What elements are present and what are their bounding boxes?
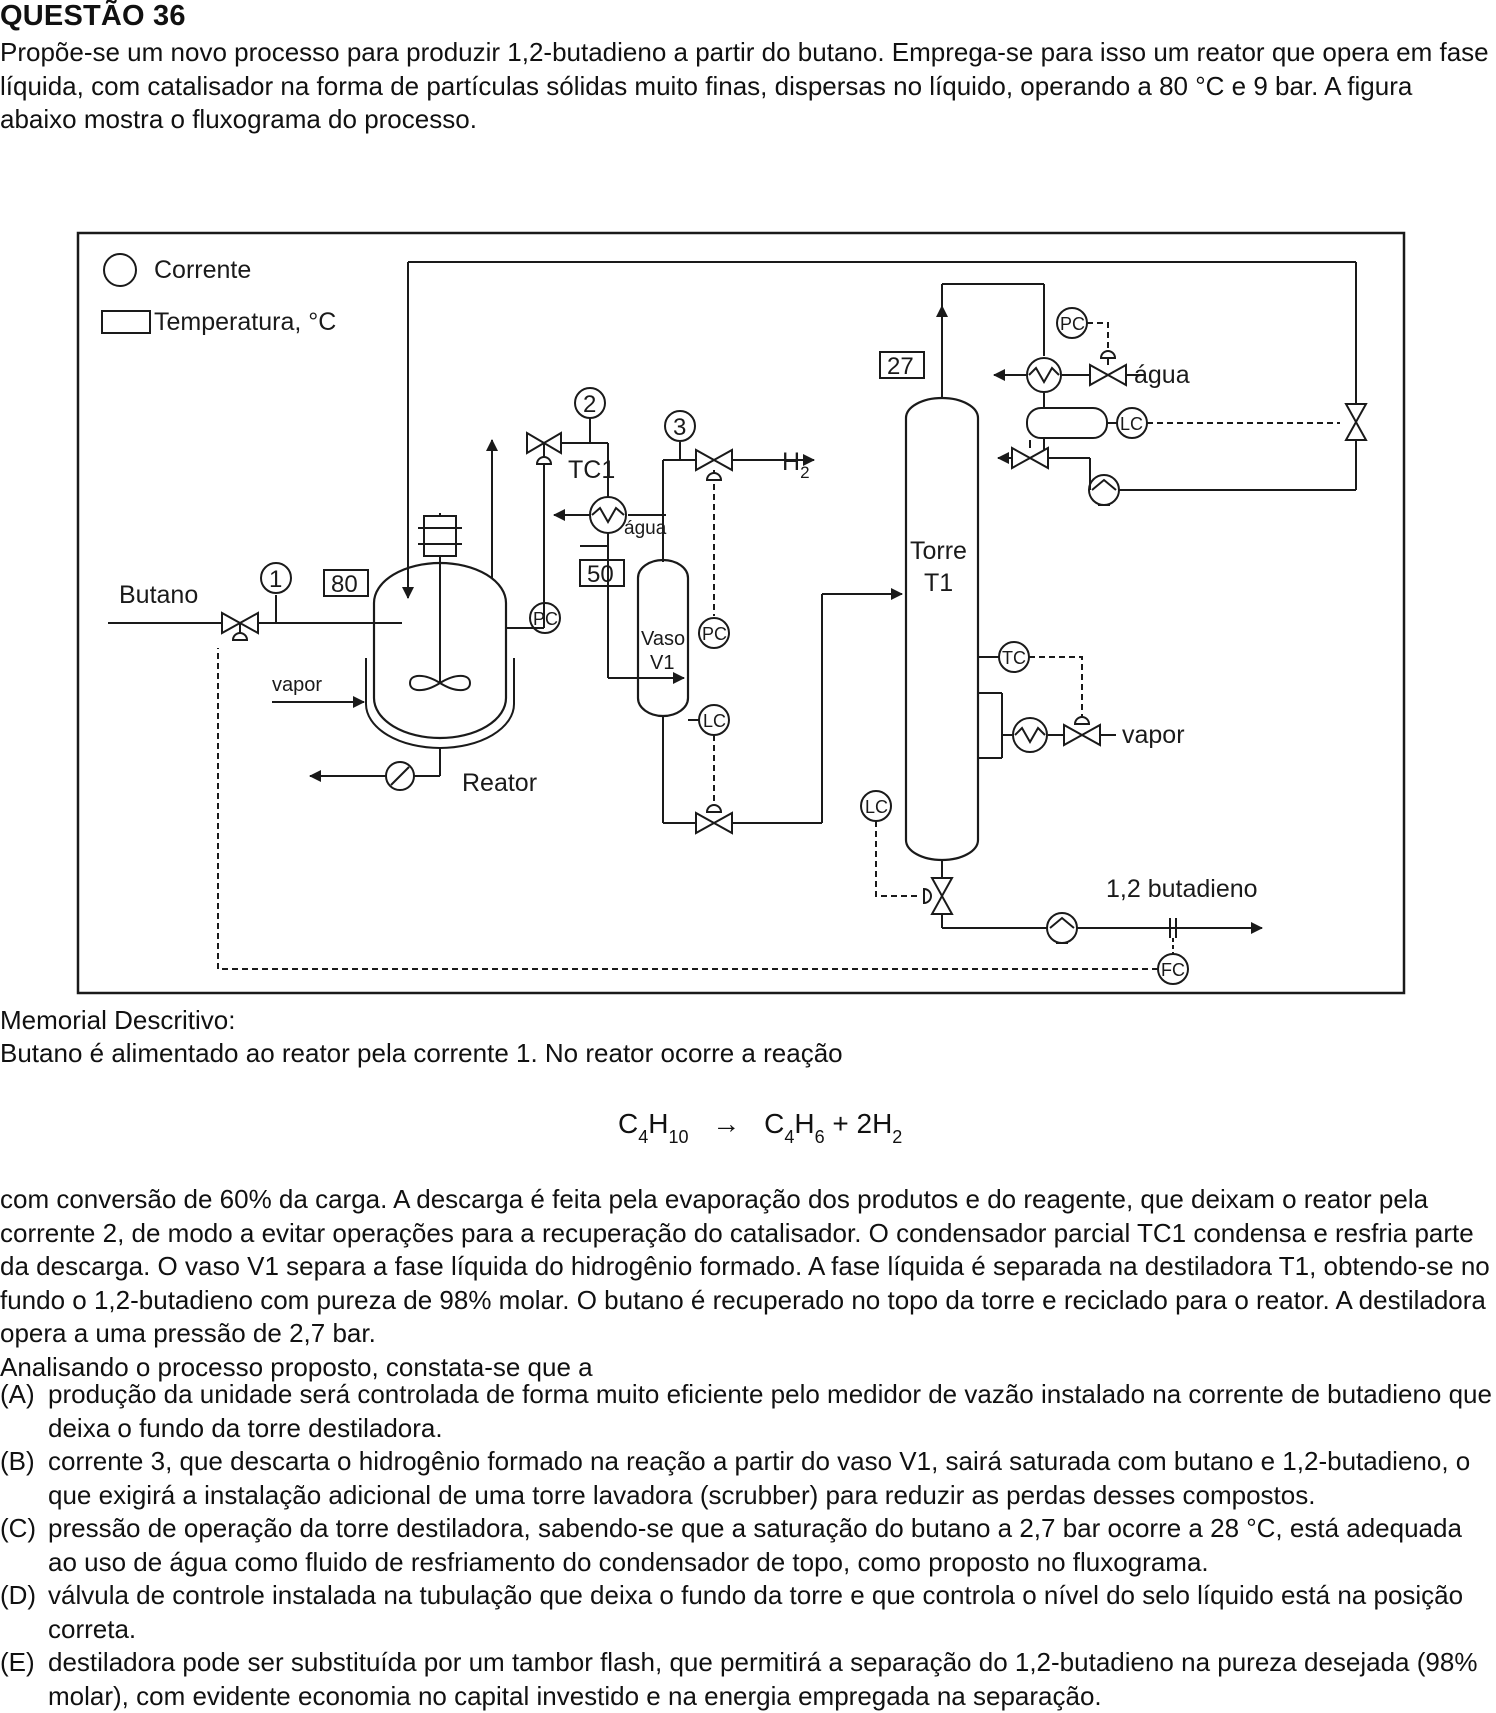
- svg-text:LC: LC: [1120, 414, 1143, 434]
- option-e[interactable]: (E)destiladora pode ser substituída por …: [0, 1647, 1478, 1711]
- reboiler: [1012, 717, 1048, 753]
- memorial-line1: Butano é alimentado ao reator pela corre…: [0, 1038, 843, 1068]
- v1-level-valve: [695, 811, 733, 835]
- vessel-v1: Vaso V1 3 H2 PC LC: [636, 410, 903, 835]
- option-c[interactable]: (C)pressão de operação da torre destilad…: [0, 1513, 1462, 1577]
- svg-text:FC: FC: [1161, 960, 1185, 980]
- stream-1-marker: [260, 562, 292, 594]
- vaso-label: Vaso: [641, 628, 685, 650]
- stream-3-marker: [664, 410, 696, 442]
- diagram-frame: [76, 231, 1406, 995]
- legend: Corrente Temperatura, °C: [101, 253, 336, 336]
- butane-feed: Butano 1 80: [108, 562, 402, 641]
- svg-text:LC: LC: [703, 711, 726, 731]
- tc1-label: TC1: [568, 456, 615, 484]
- answer-options: (A)produção da unidade será controlada d…: [0, 1378, 1496, 1713]
- memorial-heading: Memorial Descritivo:: [0, 1005, 236, 1035]
- svg-text:PC: PC: [533, 609, 558, 629]
- reflux-drum: [1026, 407, 1108, 439]
- question-intro: Propõe-se um novo processo para produzir…: [0, 37, 1489, 134]
- reflux-valve: [1011, 446, 1049, 470]
- torre-label: Torre: [910, 537, 967, 565]
- reaction-equation: C4H10 → C4H6 + 2H2: [618, 1108, 903, 1147]
- svg-text:PC: PC: [1060, 314, 1085, 334]
- stream-2: 2 TC1 água 50: [506, 387, 685, 684]
- svg-text:2: 2: [583, 391, 596, 418]
- temp-50: 50: [587, 561, 614, 588]
- option-d[interactable]: (D)válvula de controle instalada na tubu…: [0, 1580, 1464, 1644]
- v1-pc: [698, 617, 730, 649]
- steam-valve: [1063, 723, 1101, 747]
- option-a[interactable]: (A)produção da unidade será controlada d…: [0, 1379, 1492, 1443]
- stream2-valve: [526, 431, 562, 455]
- temp-80: 80: [331, 571, 358, 598]
- tower-t1: Torre T1 27 água PC LC: [217, 283, 1368, 985]
- question-title: QUESTÃO 36: [0, 0, 186, 32]
- t1-label: T1: [924, 569, 953, 597]
- svg-text:PC: PC: [702, 624, 727, 644]
- bottoms-level-valve: [930, 877, 954, 915]
- svg-text:1: 1: [269, 566, 282, 593]
- butano-label: Butano: [119, 581, 198, 609]
- tc1-exchanger: [589, 496, 627, 534]
- legend-temperature-label: Temperatura, °C: [154, 308, 336, 336]
- h2-label: H2: [782, 448, 810, 482]
- top-condenser: [1026, 357, 1062, 393]
- temp-27: 27: [887, 353, 914, 380]
- legend-stream-label: Corrente: [154, 256, 251, 284]
- agua-top-label: água: [1134, 361, 1190, 389]
- agua-tc1-label: água: [624, 518, 667, 539]
- option-b[interactable]: (B)corrente 3, que descarta o hidrogênio…: [0, 1446, 1471, 1510]
- vapor-reboiler-label: vapor: [1122, 721, 1185, 749]
- reactor: Reator vapor PC: [272, 439, 561, 797]
- stream-2-marker: [574, 387, 606, 419]
- question-prompt: Analisando o processo proposto, constata…: [0, 1351, 593, 1382]
- process-flow-diagram: Corrente Temperatura, °C Butano 1 80 Rea…: [76, 231, 1406, 995]
- memorial-body: com conversão de 60% da carga. A descarg…: [0, 1184, 1490, 1382]
- recycle-valve: [1344, 403, 1368, 441]
- v1-label: V1: [650, 652, 674, 674]
- reator-label: Reator: [462, 769, 537, 797]
- svg-text:3: 3: [673, 414, 686, 441]
- cooling-water-valve: [1089, 363, 1127, 387]
- product-label: 1,2 butadieno: [1106, 875, 1258, 903]
- svg-text:TC: TC: [1002, 648, 1026, 668]
- h2-valve: [695, 448, 733, 472]
- svg-text:LC: LC: [865, 797, 888, 817]
- vapor-reactor-label: vapor: [272, 674, 322, 696]
